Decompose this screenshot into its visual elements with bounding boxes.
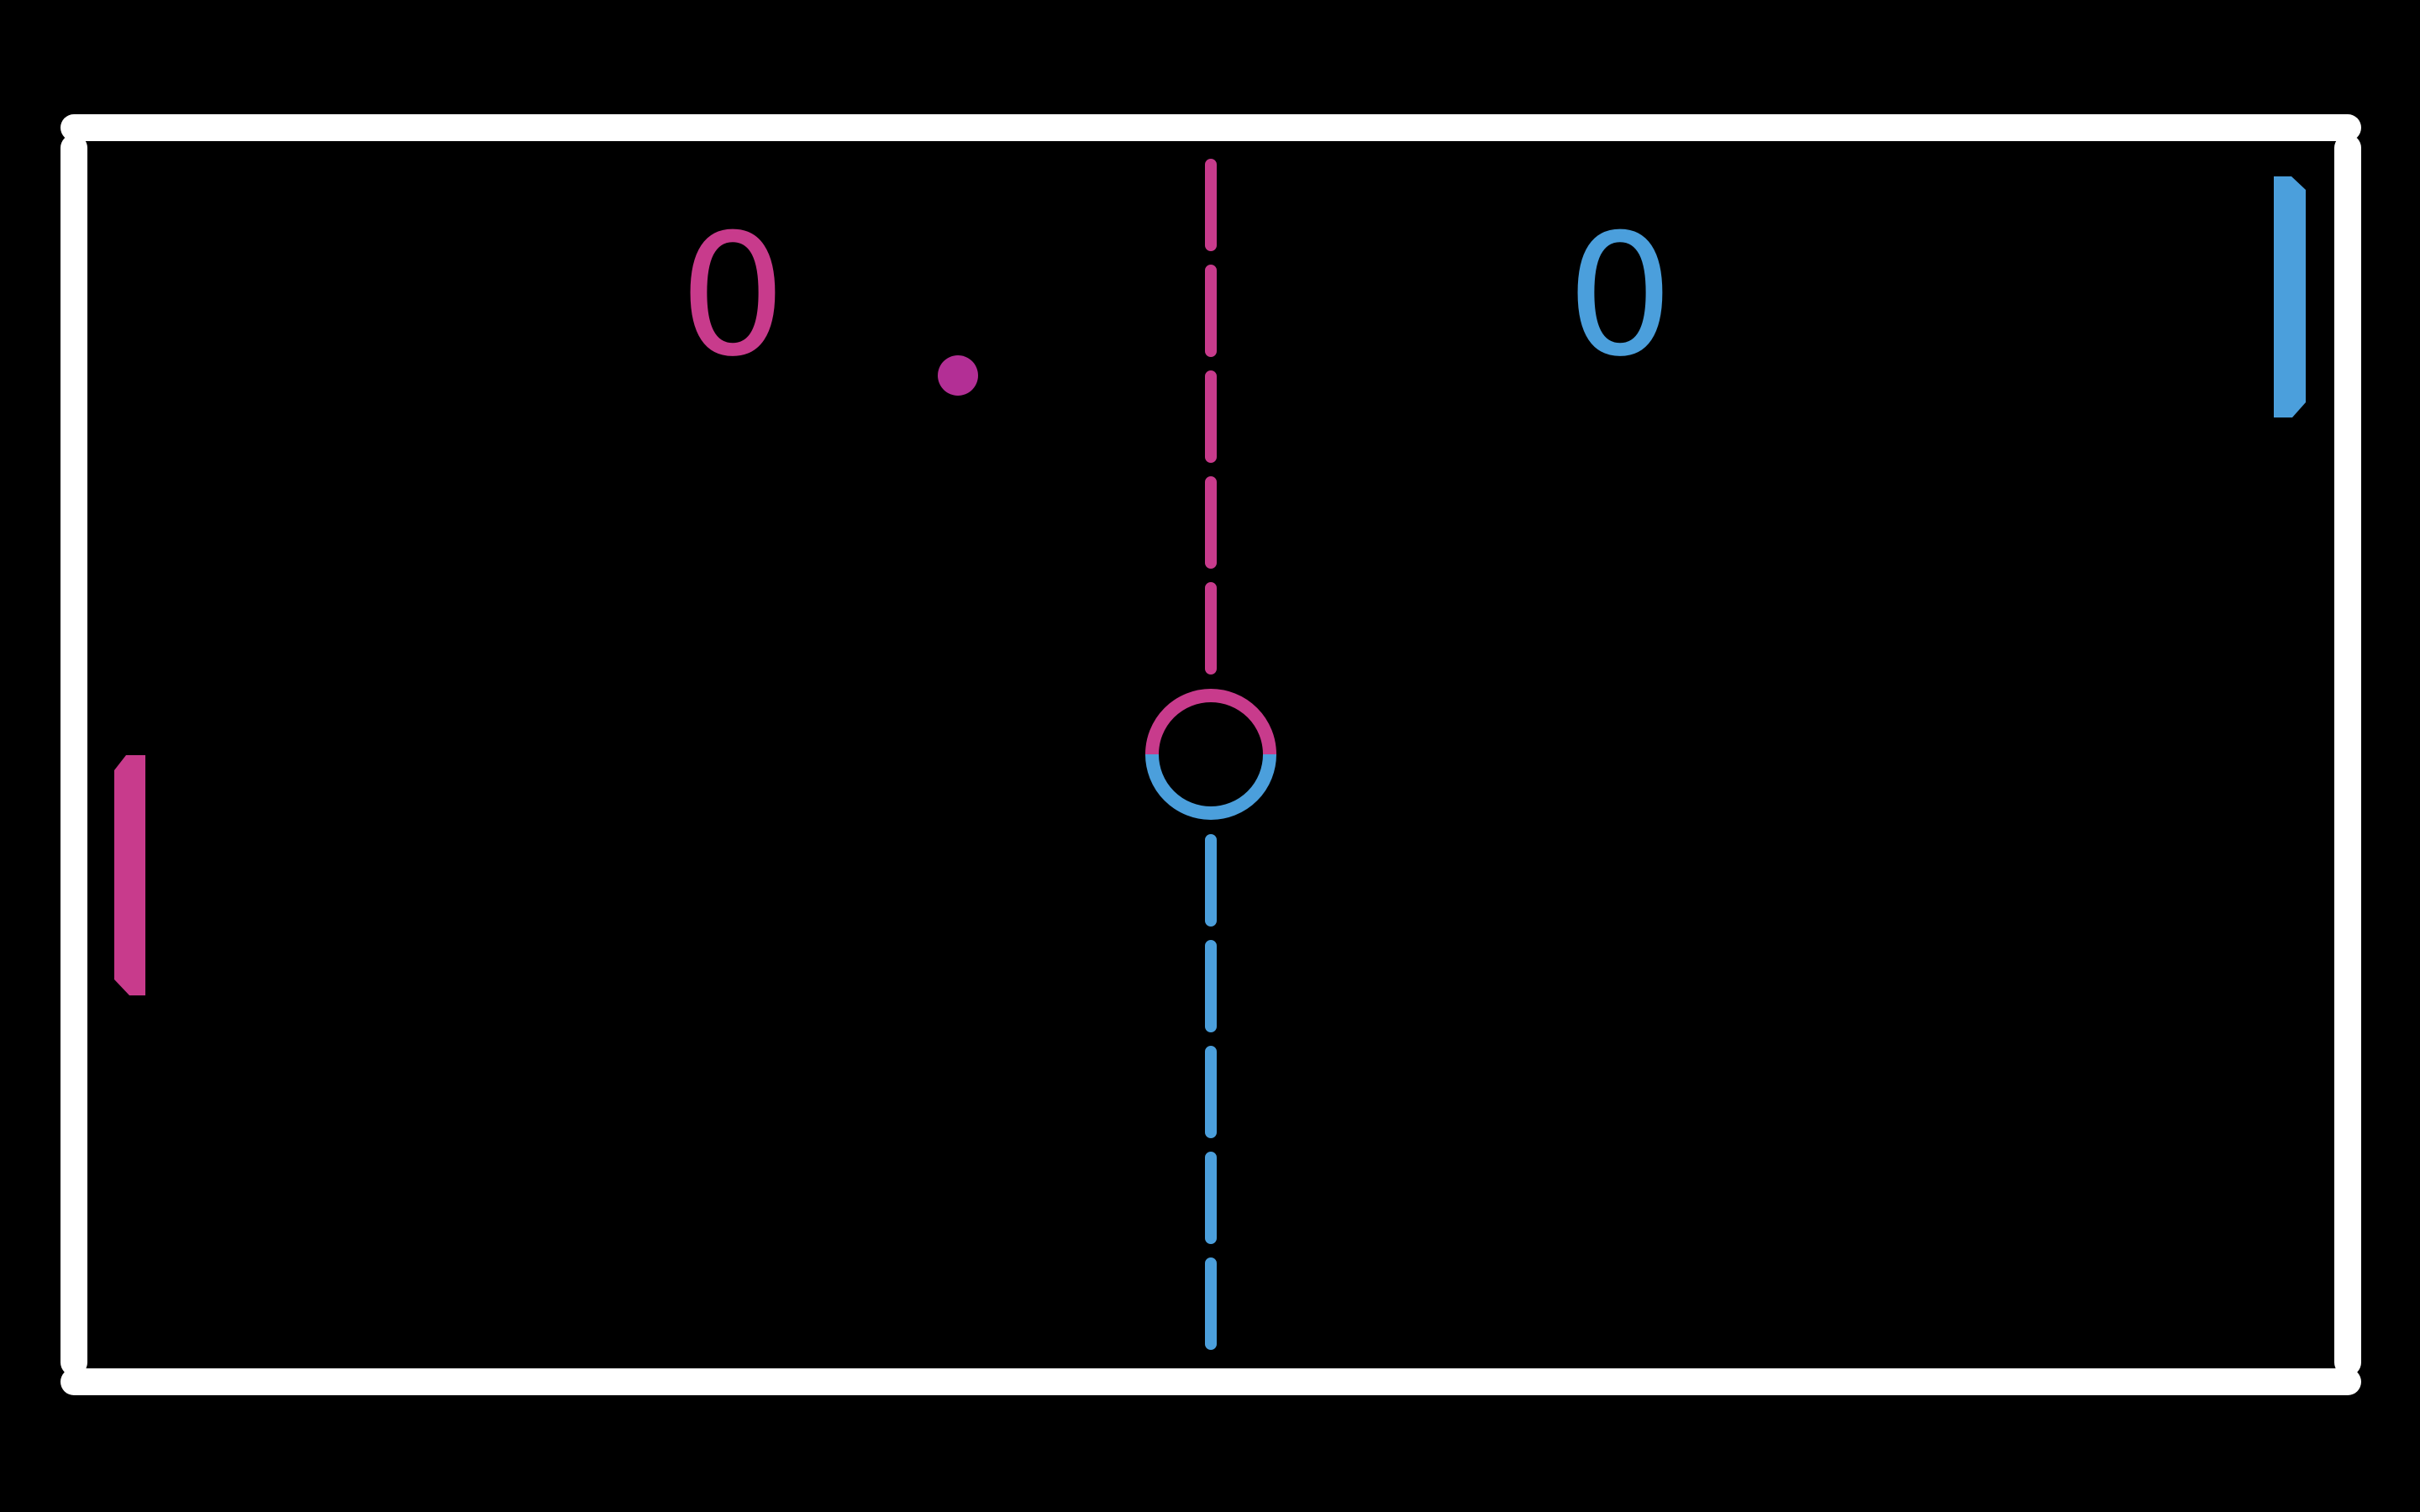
right-player-score: 0 [1566, 198, 1673, 394]
court-walls [60, 114, 2361, 1395]
center-circle-top-arc [1145, 689, 1276, 755]
ball [938, 355, 978, 396]
center-circle [1145, 689, 1276, 820]
left-player-score: 0 [679, 198, 786, 394]
right-paddle[interactable] [2274, 176, 2306, 417]
center-circle-bottom-arc [1145, 753, 1276, 820]
left-paddle[interactable] [114, 755, 145, 995]
